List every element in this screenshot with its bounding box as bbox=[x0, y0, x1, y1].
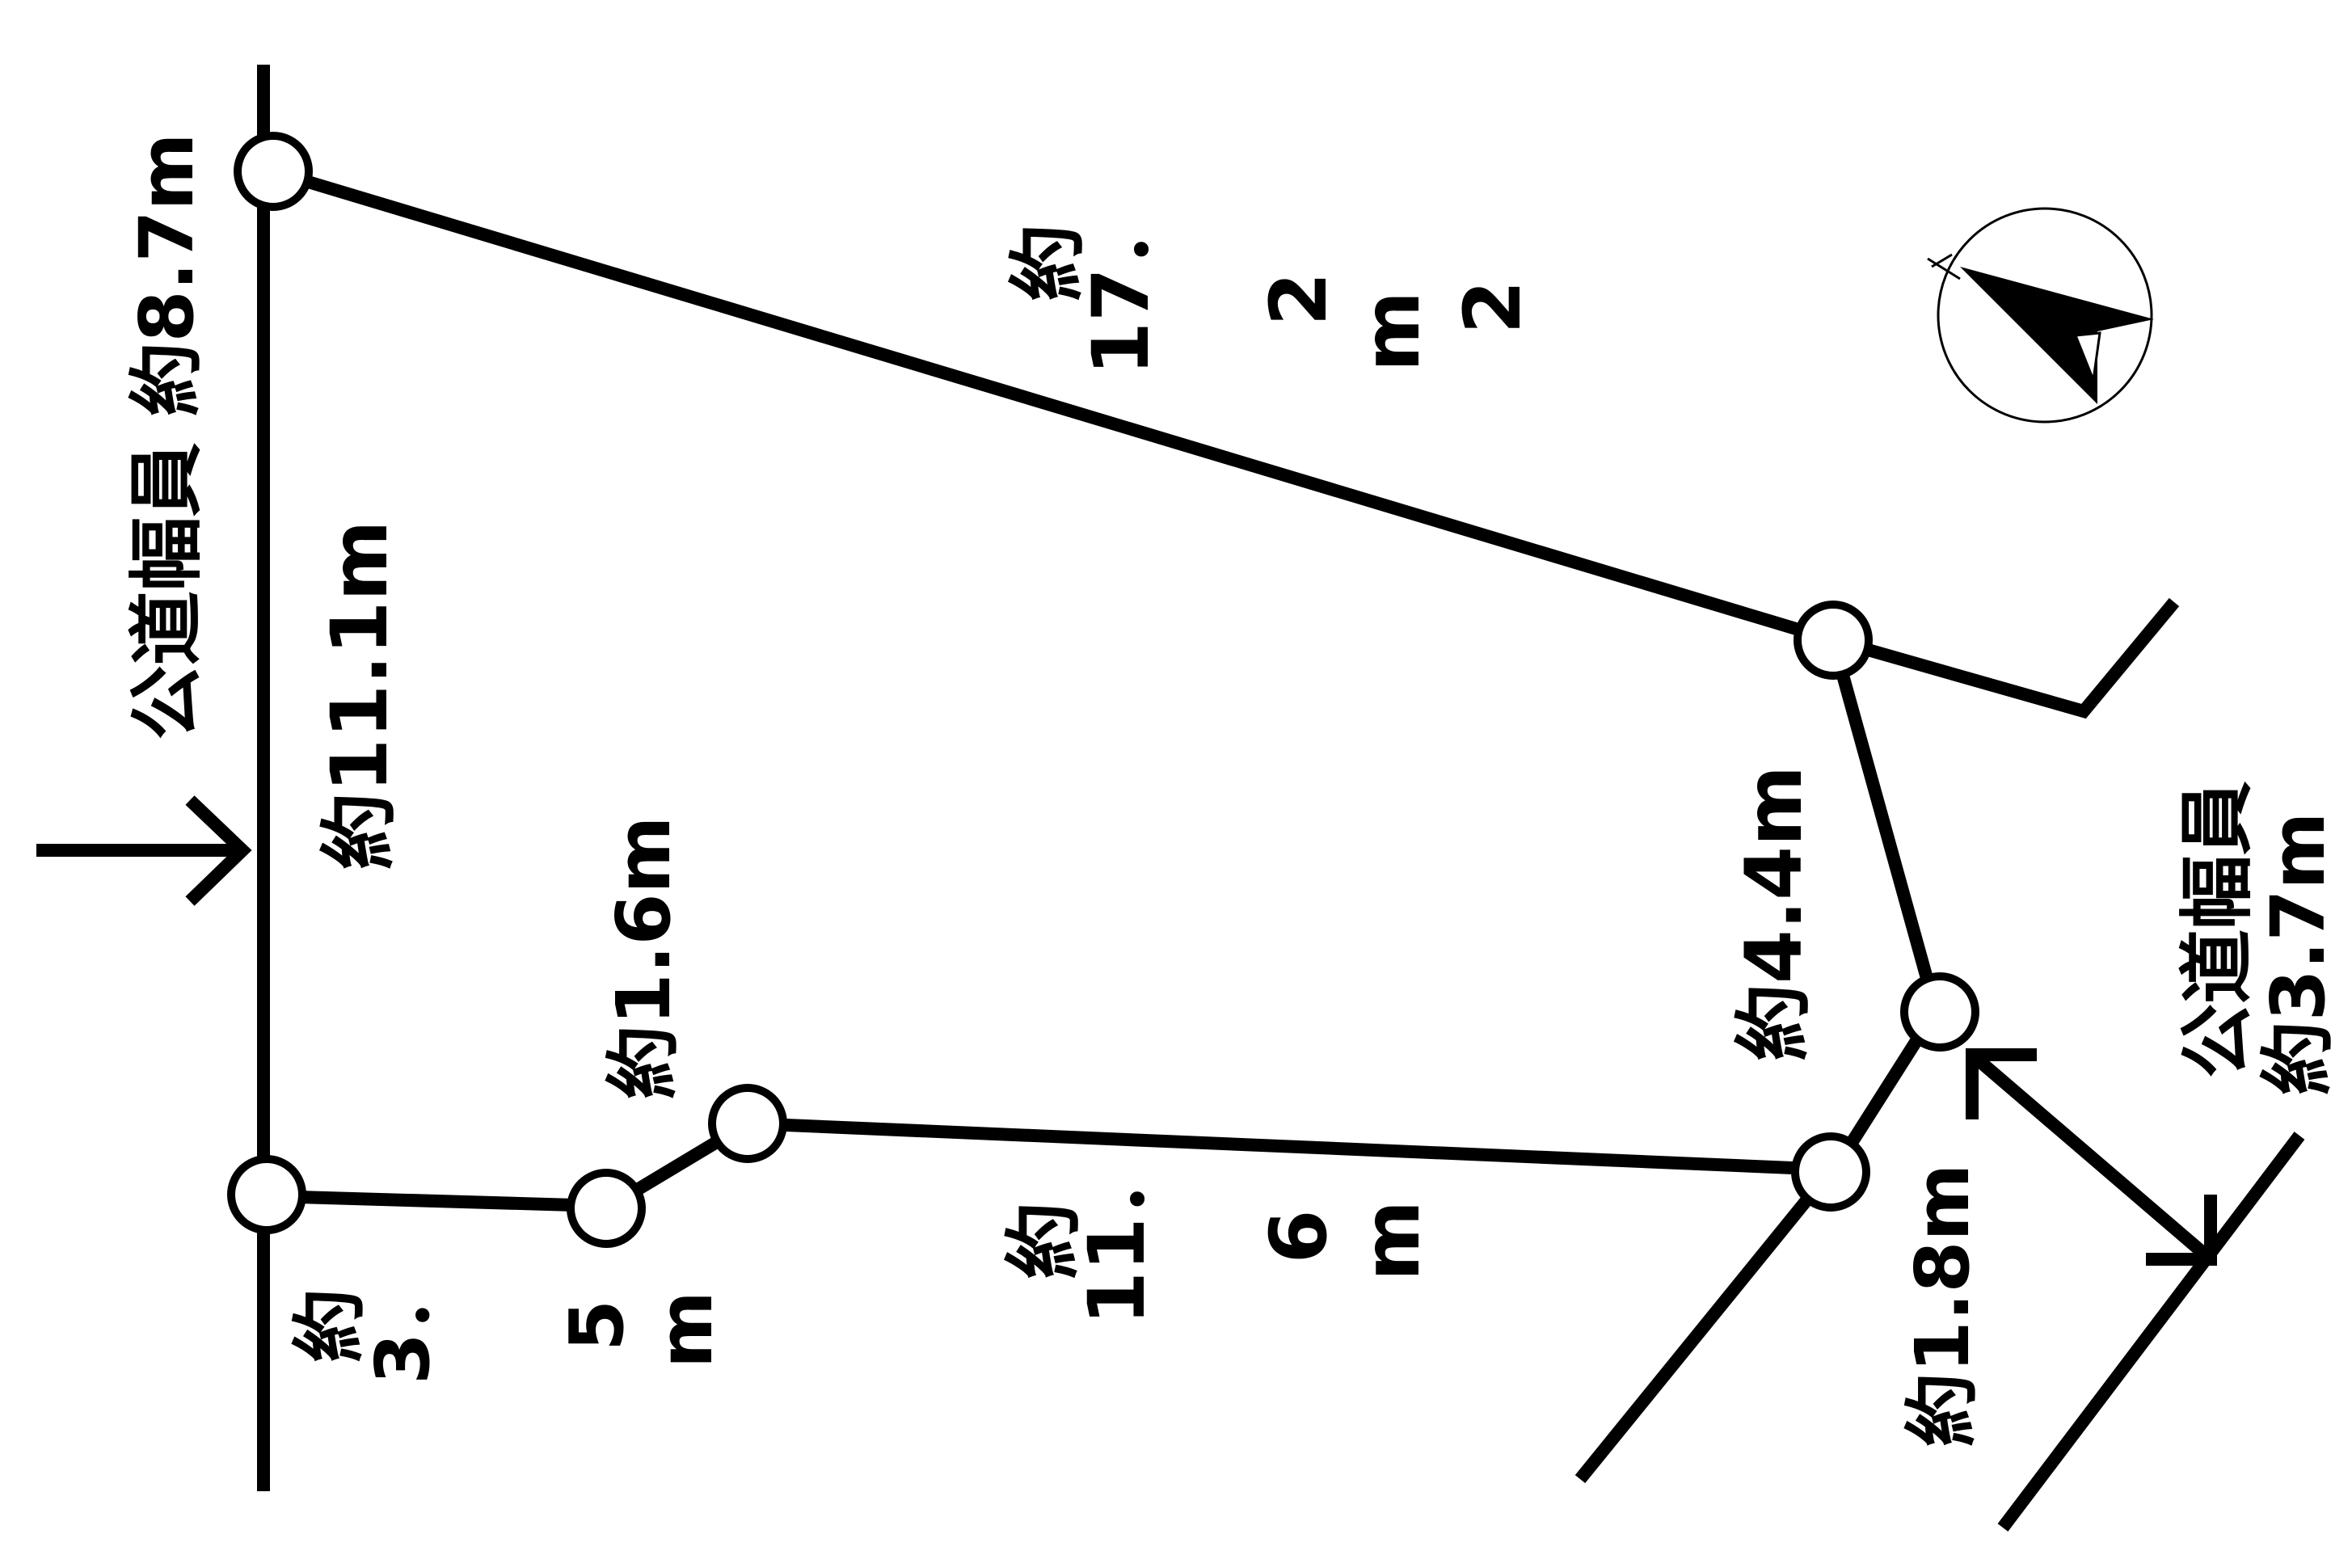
side-bottom-label-4: m bbox=[1347, 1200, 1437, 1281]
side-lower-left-label-2: 3． bbox=[360, 1258, 446, 1385]
road-edge-lower bbox=[1574, 1169, 1834, 1484]
side-small-label: 約1.6m bbox=[601, 816, 687, 1100]
side-top-label-5: 2 bbox=[1448, 280, 1538, 335]
side-lower-left-label-3: 5 bbox=[554, 1300, 640, 1351]
side-lower-left-label-1: 約 bbox=[287, 1288, 373, 1363]
road-right-label-line1: 公道幅員 bbox=[2174, 781, 2261, 1078]
road-left-label: 公道幅員 約8.7m bbox=[124, 133, 210, 740]
side-lower-left-label-4: m bbox=[643, 1291, 729, 1368]
lot-boundary-bottom bbox=[747, 1117, 1831, 1176]
side-lower-right-label: 約1.8m bbox=[1899, 1164, 1986, 1448]
corner-node-mid-bottom bbox=[567, 1169, 646, 1248]
lot-boundary-lower-left bbox=[270, 1190, 603, 1212]
corner-node-top-right bbox=[1794, 601, 1873, 680]
lot-boundary-right bbox=[1827, 638, 1942, 1013]
corner-node-right bbox=[1900, 972, 1979, 1052]
side-top-label-3: 2 bbox=[1254, 272, 1344, 327]
side-bottom-label-2: 11． bbox=[1072, 1140, 1162, 1326]
entry-arrow-head bbox=[185, 795, 252, 906]
road-width-arrowhead-top bbox=[1966, 1048, 2037, 1119]
side-top-label-4: m bbox=[1347, 291, 1437, 372]
side-top-label-2: 17． bbox=[1076, 190, 1166, 376]
side-top-label-1: 約 bbox=[1003, 224, 1094, 301]
side-left-label: 約11.1m bbox=[314, 521, 405, 870]
corner-node-bottom-left bbox=[227, 1155, 306, 1234]
side-bottom-label-3: 6 bbox=[1254, 1210, 1344, 1264]
corner-node-top-left bbox=[234, 132, 313, 211]
side-bottom-label-1: 約 bbox=[999, 1202, 1090, 1279]
lot-boundary-top bbox=[271, 165, 2180, 719]
road-width-arrowhead-bottom bbox=[2146, 1195, 2217, 1266]
road-width-arrow bbox=[1967, 1049, 2215, 1265]
corner-node-bottom-right bbox=[1791, 1132, 1870, 1212]
road-right-label-line2: 約3.7m bbox=[2255, 812, 2341, 1096]
road-edge-far bbox=[1997, 1132, 2305, 1532]
corner-node-jog bbox=[708, 1084, 787, 1163]
side-right-label: 約4.4m bbox=[1729, 765, 1819, 1061]
north-arrow-icon bbox=[1927, 207, 2154, 424]
